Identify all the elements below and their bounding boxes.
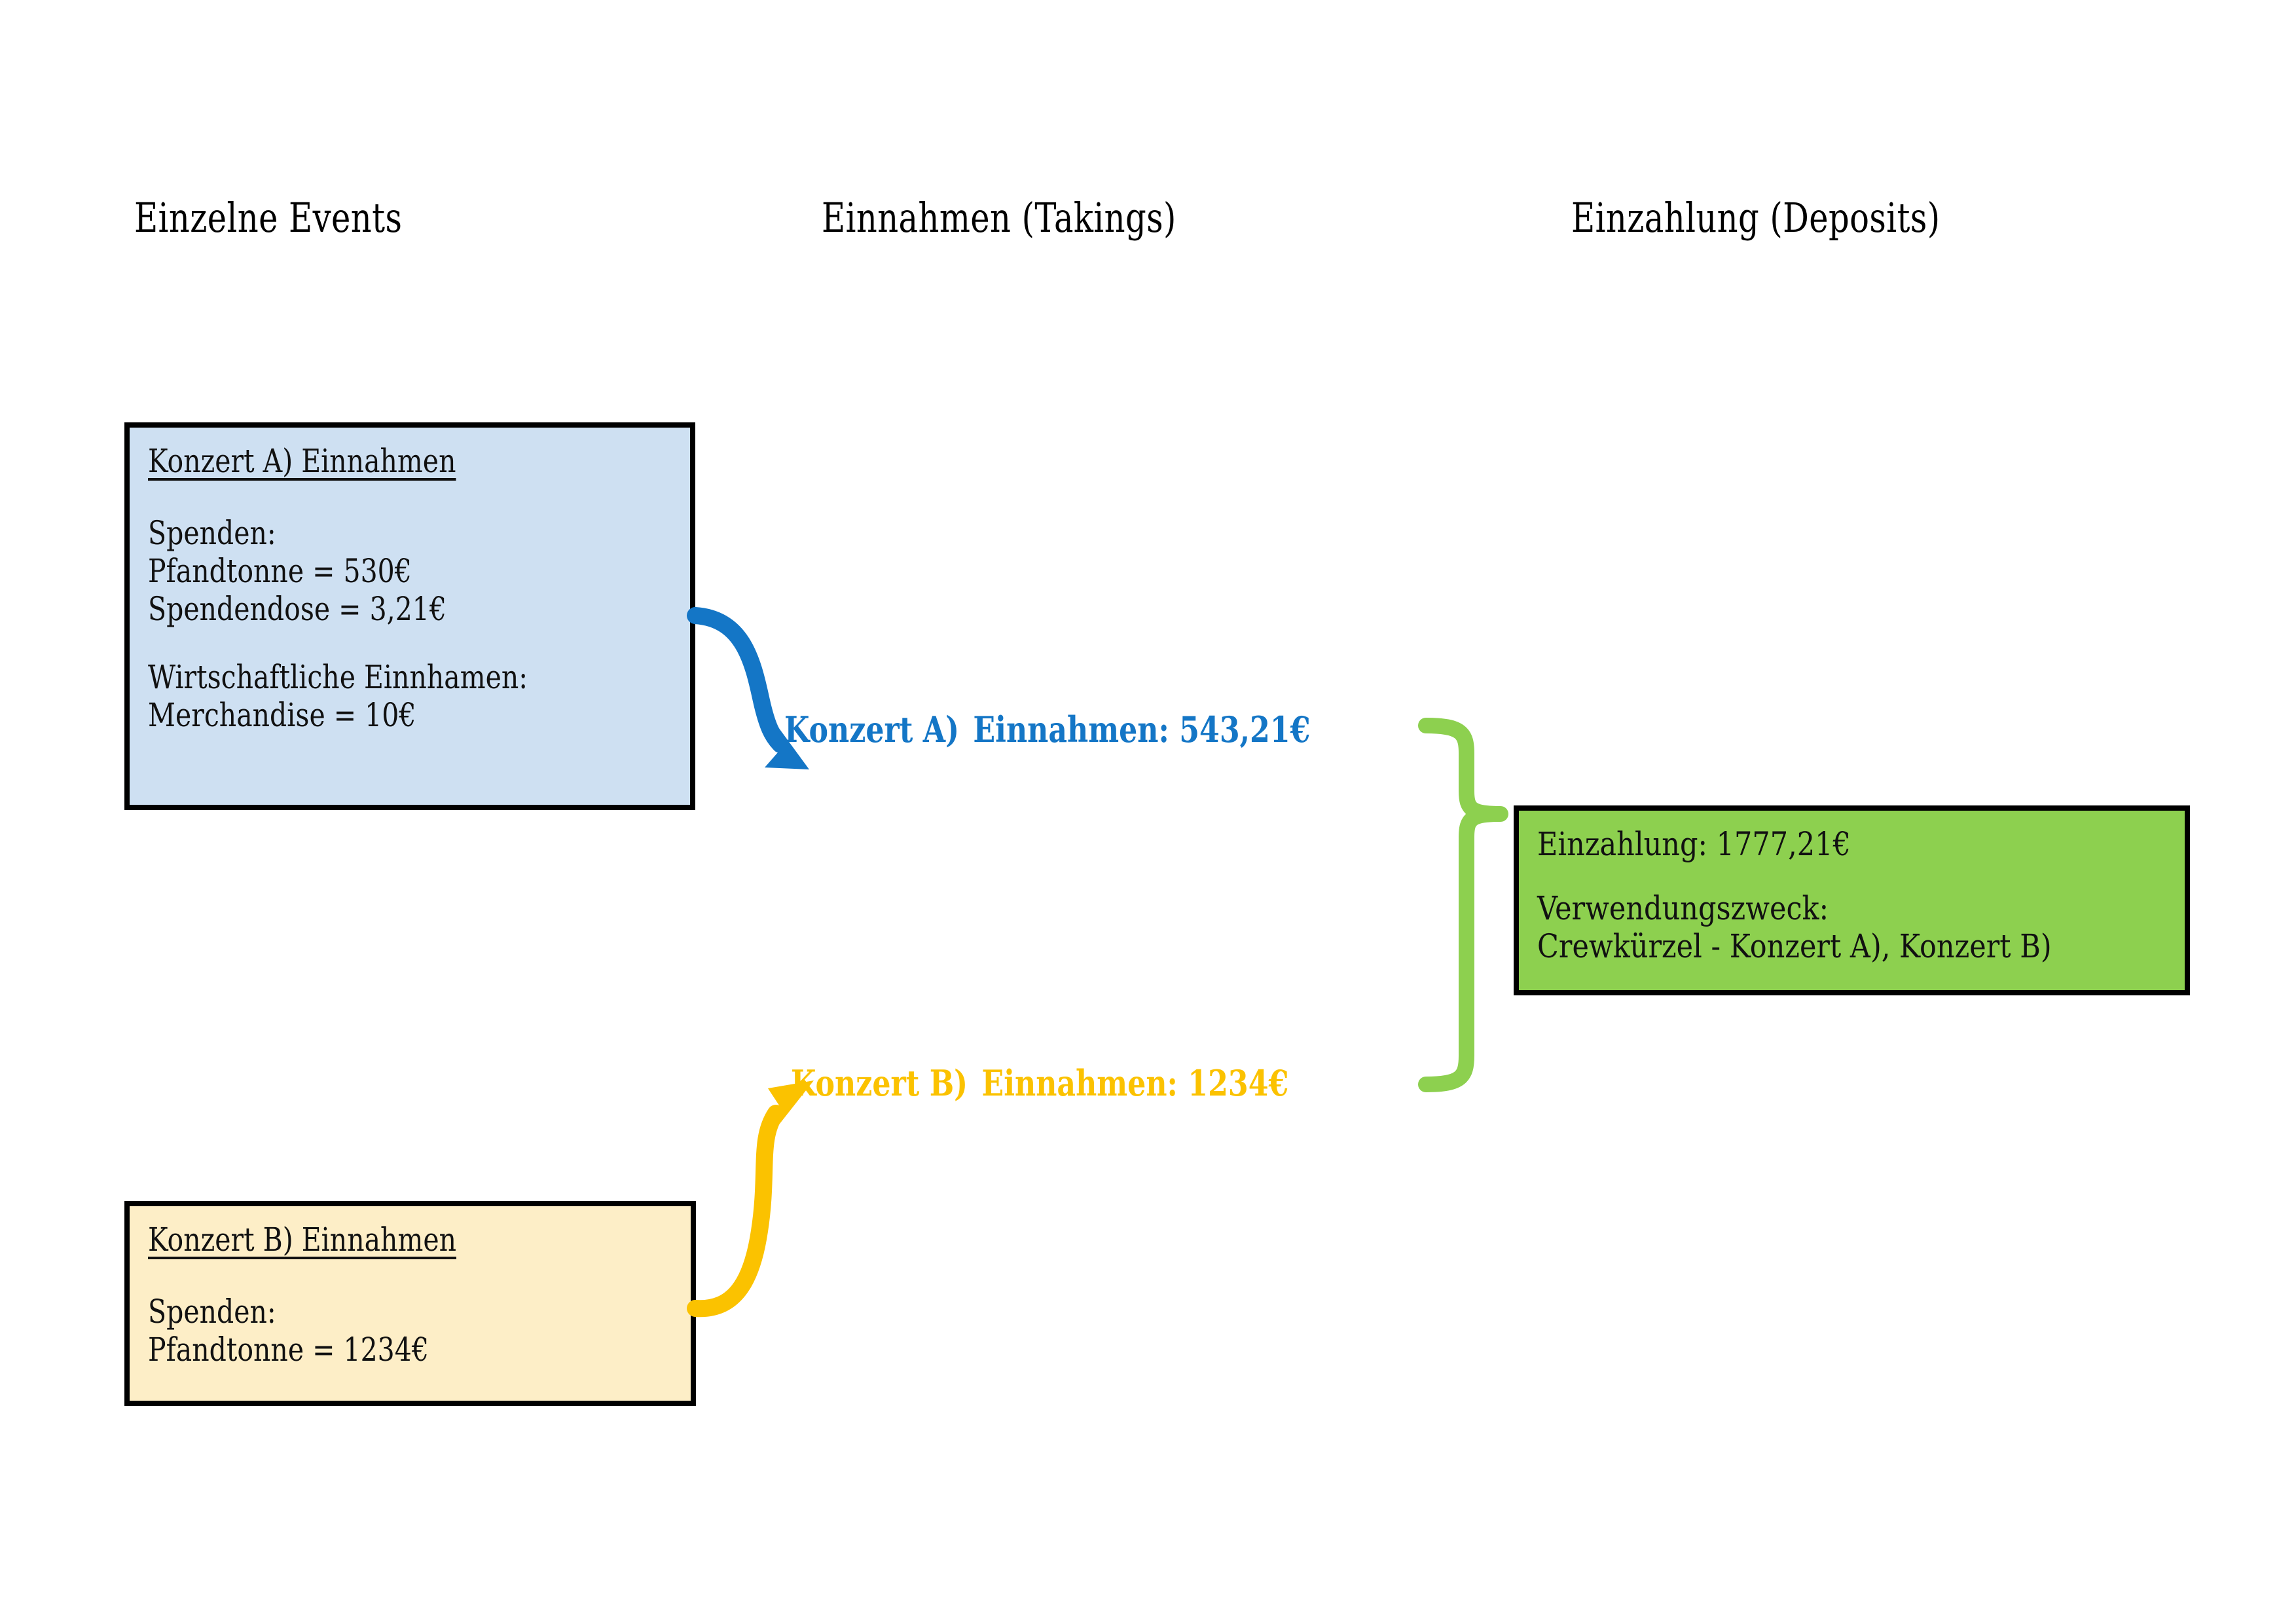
event-box-line: Wirtschaftliche Einnhamen: [148, 658, 528, 696]
column-heading-events: Einzelne Events [134, 194, 403, 242]
takings-label-amount: Einnahmen: 543,21€ [973, 709, 1311, 750]
event-box-line: Spenden: [148, 514, 276, 552]
deposit-box-reference-label: Verwendungszweck: [1537, 889, 1829, 927]
event-box-title: Konzert A) Einnahmen [148, 442, 456, 480]
spacer [148, 1263, 672, 1293]
deposit-box-einzahlung: Einzahlung: 1777,21€ Verwendungszweck: C… [1514, 805, 2190, 995]
takings-label-konzert-a: Konzert A) Einnahmen: 543,21€ [784, 709, 1310, 750]
deposit-box-reference-value: Crewkürzel - Konzert A), Konzert B) [1537, 927, 2052, 965]
column-heading-deposits: Einzahlung (Deposits) [1571, 194, 1941, 242]
spacer [148, 628, 672, 658]
spacer [148, 484, 672, 514]
event-box-konzert-a: Konzert A) Einnahmen Spenden: Pfandtonne… [124, 422, 695, 810]
event-box-line: Merchandise = 10€ [148, 696, 416, 734]
takings-label-name: Konzert B) [791, 1062, 968, 1104]
takings-label-konzert-b: Konzert B) Einnahmen: 1234€ [791, 1062, 1288, 1104]
column-heading-takings: Einnahmen (Takings) [822, 194, 1176, 242]
deposit-box-amount-line: Einzahlung: 1777,21€ [1537, 825, 1851, 863]
spacer [1581, 863, 2122, 889]
event-box-konzert-b: Konzert B) Einnahmen Spenden: Pfandtonne… [124, 1201, 696, 1406]
brace-takings-to-deposit-icon [1418, 718, 1508, 1092]
event-box-line: Pfandtonne = 530€ [148, 552, 412, 590]
arrow-konzert-b-icon [687, 1080, 814, 1318]
takings-label-amount: Einnahmen: 1234€ [981, 1062, 1289, 1104]
event-box-line: Pfandtonne = 1234€ [148, 1331, 429, 1369]
event-box-line: Spendendose = 3,21€ [148, 590, 446, 628]
event-box-title: Konzert B) Einnahmen [148, 1221, 457, 1259]
takings-label-name: Konzert A) [784, 709, 960, 750]
event-box-line: Spenden: [148, 1293, 276, 1331]
